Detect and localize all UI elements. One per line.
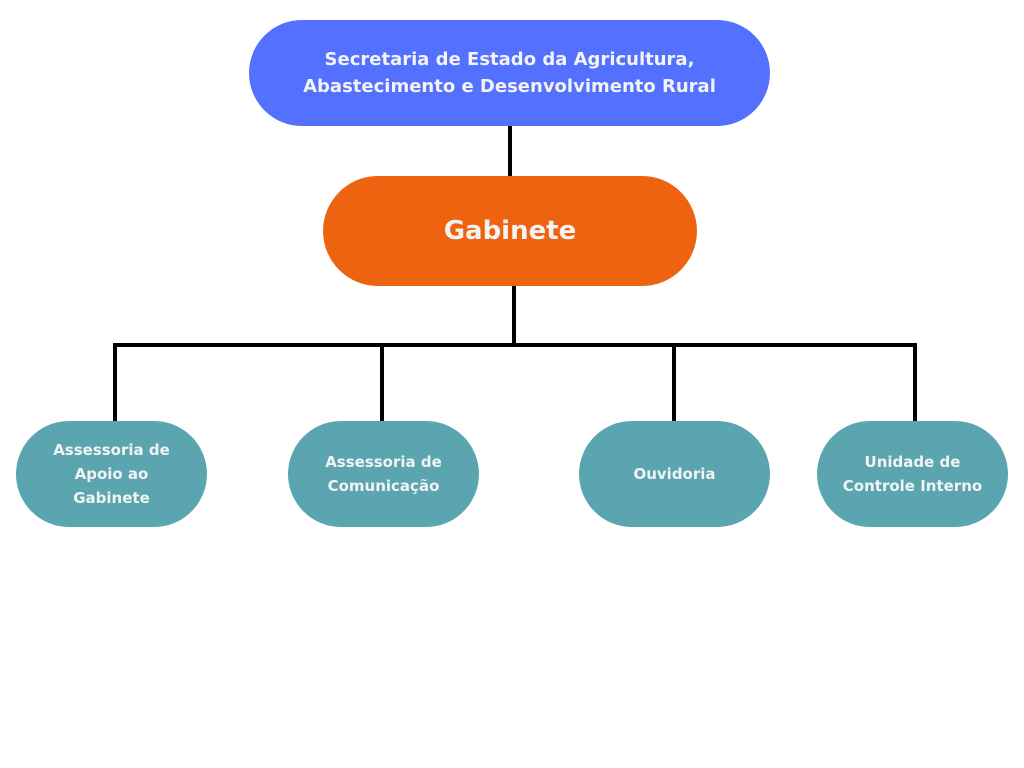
gabinete-node: Gabinete <box>323 176 697 286</box>
child-node-label: Assessoria de Comunicação <box>325 453 442 495</box>
root-node: Secretaria de Estado da Agricultura, Aba… <box>249 20 770 126</box>
assessoria-comunicacao-node: Assessoria de Comunicação <box>288 421 479 527</box>
child-node-label: Ouvidoria <box>633 465 716 483</box>
assessoria-apoio-gabinete-node: Assessoria de Apoio ao Gabinete <box>16 421 207 527</box>
child-node-label: Unidade de Controle Interno <box>842 453 983 495</box>
root-node-label: Secretaria de Estado da Agricultura, Aba… <box>303 49 716 97</box>
controle-interno-node: Unidade de Controle Interno <box>817 421 1008 527</box>
gabinete-node-label: Gabinete <box>443 216 577 246</box>
child-node-label: Assessoria de Apoio ao Gabinete <box>53 441 170 507</box>
ouvidoria-node: Ouvidoria <box>579 421 770 527</box>
